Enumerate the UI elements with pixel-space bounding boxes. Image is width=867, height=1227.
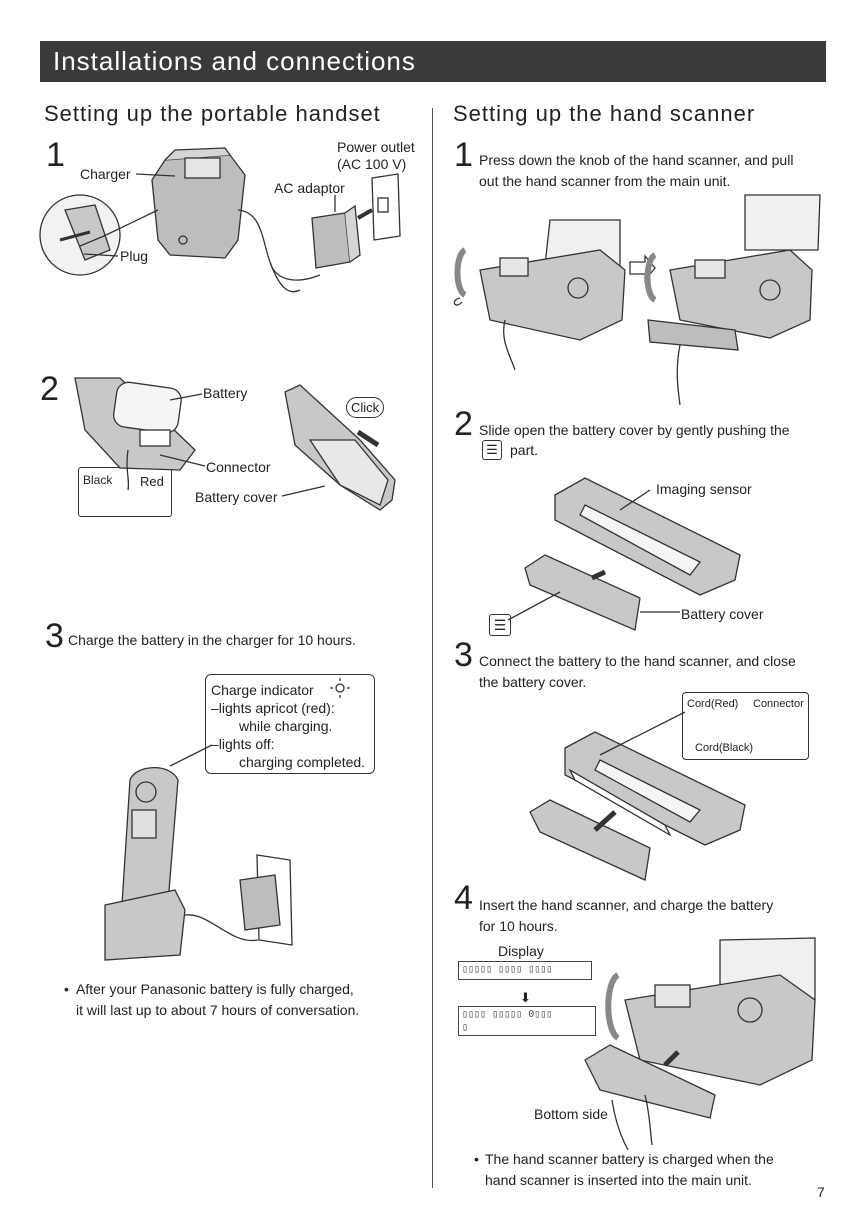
left-step3-text: Charge the battery in the charger for 10…: [68, 632, 356, 648]
right-step4-line-2: for 10 hours.: [479, 918, 558, 934]
right-step2-line-1: Slide open the battery cover by gently p…: [479, 422, 790, 438]
left-section-title: Setting up the portable handset: [44, 101, 381, 126]
push-mark-icon: ☰: [482, 440, 502, 460]
cord-red-label: Cord(Red): [687, 698, 739, 710]
page-title: Installations and connections: [53, 46, 416, 76]
power-outlet-voltage-label: (AC 100 V): [337, 156, 407, 172]
right-step1-line-1: Press down the knob of the hand scanner,…: [479, 152, 794, 168]
callout-line-4: –lights off:: [211, 736, 275, 752]
right-step2-number: 2: [454, 405, 473, 443]
imaging-sensor-label: Imaging sensor: [656, 481, 752, 497]
left-step2-number: 2: [40, 370, 59, 408]
callout-line-5: charging completed.: [239, 754, 366, 770]
display-screen-before: ▯▯▯▯▯ ▯▯▯▯ ▯▯▯▯: [458, 961, 592, 980]
black-wire-label: Black: [83, 473, 113, 487]
scanner-battery-cover-label: Battery cover: [681, 606, 764, 622]
right-step3-number: 3: [454, 636, 473, 674]
page-number: 7: [817, 1184, 825, 1200]
column-divider: [432, 108, 433, 1188]
battery-label: Battery: [203, 385, 248, 401]
connector-detail-box: Black Red: [78, 467, 172, 517]
right-section-title: Setting up the hand scanner: [453, 101, 756, 126]
down-arrow-icon: ⬇: [520, 990, 531, 1005]
right-step3-line-2: the battery cover.: [479, 674, 587, 690]
scanner-connector-label: Connector: [753, 698, 804, 710]
callout-line-3: while charging.: [239, 718, 333, 734]
callout-line-2: –lights apricot (red):: [211, 700, 335, 716]
left-step1-number: 1: [46, 136, 65, 174]
charge-indicator-callout: Charge indicator –lights apricot (red): …: [205, 674, 375, 774]
display-text-before: ▯▯▯▯▯ ▯▯▯▯ ▯▯▯▯: [462, 964, 553, 975]
right-step2-line-2: part.: [510, 442, 539, 458]
right-note-line-1: The hand scanner battery is charged when…: [485, 1151, 774, 1167]
right-note-line-2: hand scanner is inserted into the main u…: [485, 1172, 752, 1188]
right-step4-number: 4: [454, 879, 473, 917]
connector-label: Connector: [206, 459, 271, 475]
right-step1-number: 1: [454, 136, 473, 174]
left-note-line-1: After your Panasonic battery is fully ch…: [76, 981, 354, 997]
callout-line-1: Charge indicator: [211, 682, 314, 698]
left-note-bullet: •: [64, 981, 69, 997]
push-mark-callout-icon: ☰: [489, 614, 511, 636]
left-step3-number: 3: [45, 617, 64, 655]
plug-label: Plug: [120, 248, 149, 264]
cord-black-label: Cord(Black): [695, 742, 754, 754]
battery-cover-label: Battery cover: [195, 489, 278, 505]
display-screen-after: ▯▯▯▯ ▯▯▯▯▯ 0▯▯▯ ▯: [458, 1006, 596, 1036]
right-step4-line-1: Insert the hand scanner, and charge the …: [479, 897, 774, 913]
ac-adaptor-label: AC adaptor: [274, 180, 345, 196]
bottom-side-label: Bottom side: [534, 1106, 608, 1122]
red-wire-label: Red: [140, 474, 164, 489]
scanner-connector-detail-box: Cord(Red) Connector Cord(Black): [682, 692, 809, 760]
header-bar: Installations and connections: [40, 41, 826, 82]
power-outlet-label: Power outlet: [337, 139, 415, 155]
right-step1-line-2: out the hand scanner from the main unit.: [479, 173, 731, 189]
click-bubble: Click: [346, 397, 385, 418]
display-label: Display: [498, 943, 544, 959]
right-note-bullet: •: [474, 1151, 479, 1167]
display-text-after-line-2: ▯: [462, 1022, 469, 1033]
display-text-after-line-1: ▯▯▯▯ ▯▯▯▯▯ 0▯▯▯: [462, 1009, 553, 1020]
left-note-line-2: it will last up to about 7 hours of conv…: [76, 1002, 360, 1018]
charger-label: Charger: [80, 166, 131, 182]
right-step3-line-1: Connect the battery to the hand scanner,…: [479, 653, 796, 669]
